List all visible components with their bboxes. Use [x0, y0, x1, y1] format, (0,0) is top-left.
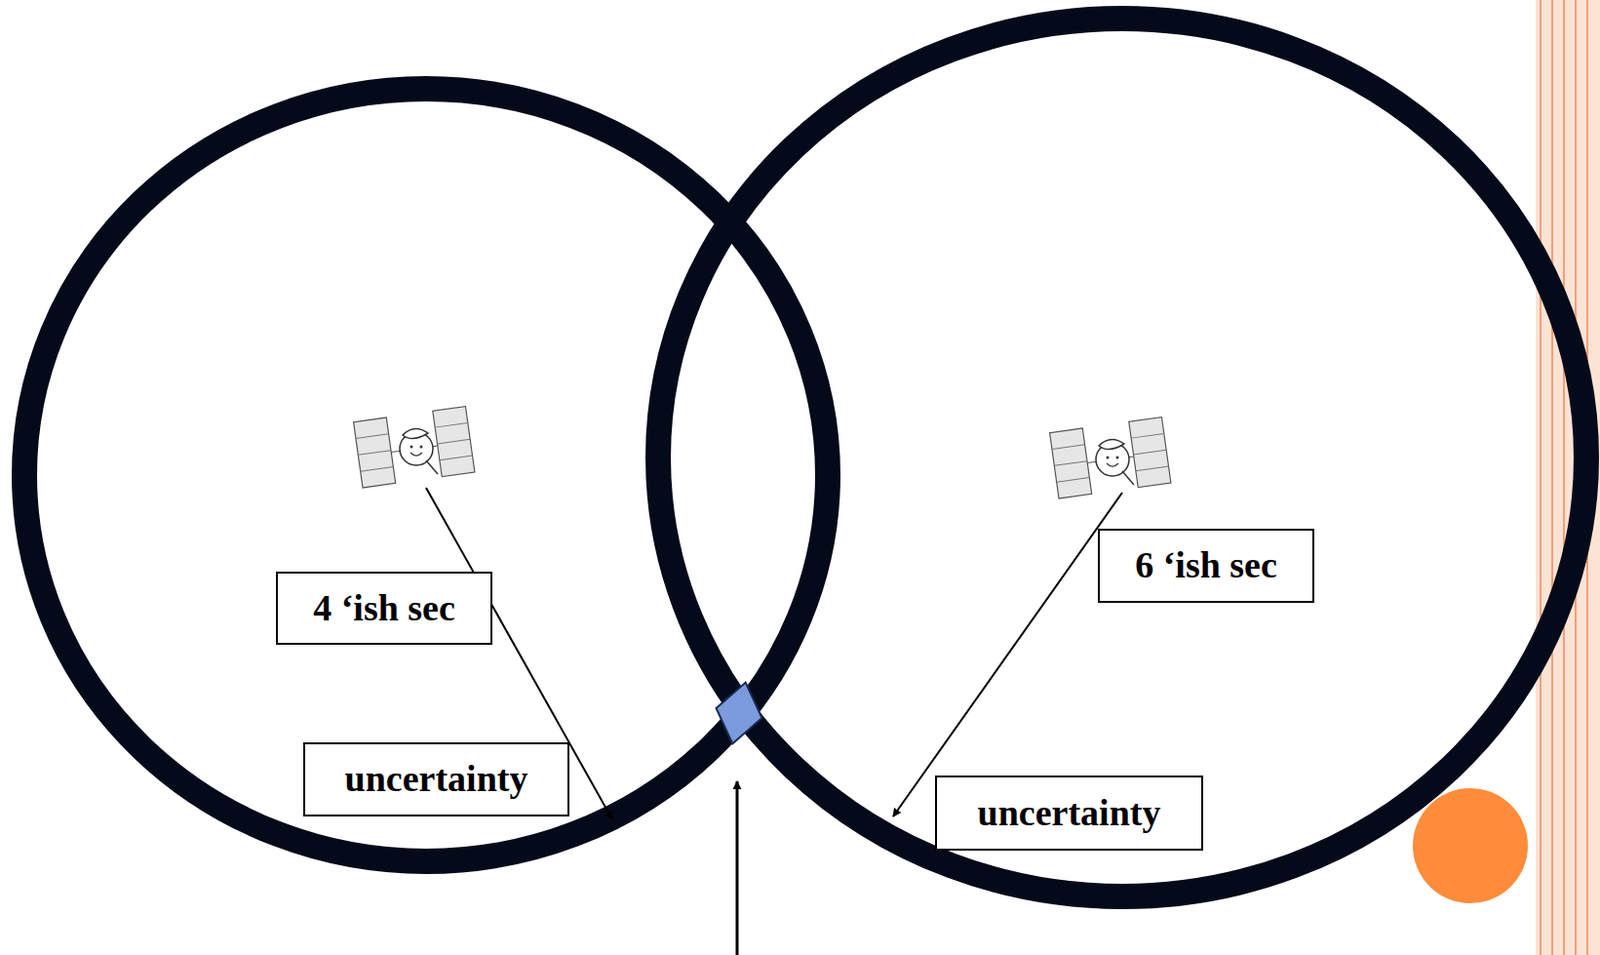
label-text: 6 ‘ish sec	[1134, 545, 1278, 586]
label-box: 4 ‘ish sec	[275, 571, 493, 645]
label-text: uncertainty	[345, 758, 529, 800]
range-circle	[658, 18, 1587, 897]
leader-arrow	[893, 492, 1123, 817]
label-box: uncertainty	[935, 775, 1204, 851]
label-text: 4 ‘ish sec	[312, 587, 456, 629]
position-diamond	[709, 677, 769, 749]
label-box: 6 ‘ish sec	[1097, 528, 1315, 603]
satellite-icon	[353, 406, 475, 488]
satellite-icon	[1050, 417, 1171, 499]
range-circle	[24, 88, 828, 861]
pointer-arrow	[736, 780, 740, 955]
orange-dot	[1412, 787, 1528, 903]
label-text: uncertainty	[977, 792, 1162, 834]
label-box: uncertainty	[303, 741, 570, 817]
